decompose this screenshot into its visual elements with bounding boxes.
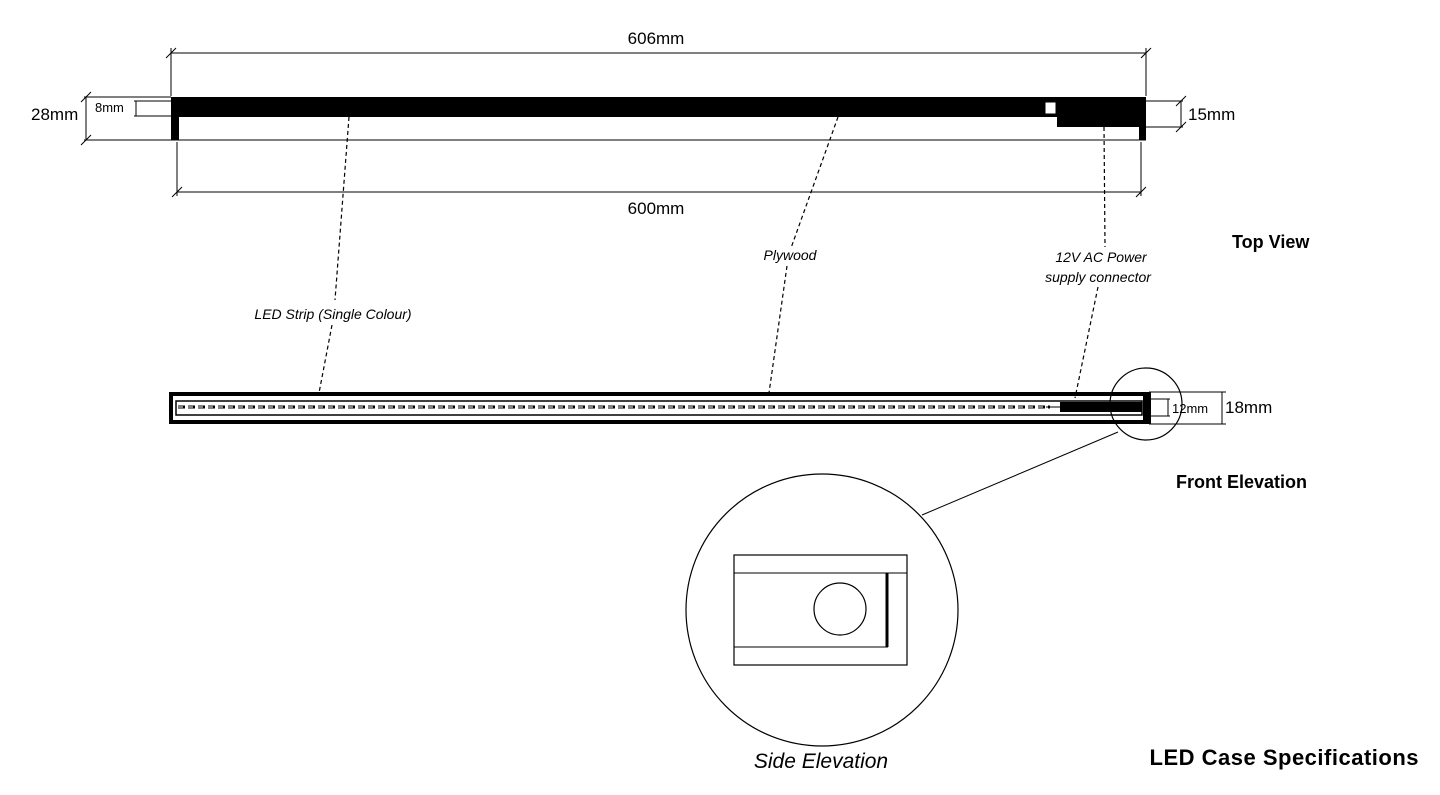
page-title: LED Case Specifications [1150, 745, 1419, 770]
side-connector-hole [813, 582, 867, 636]
dim-8-line [134, 100, 171, 117]
top-left-post [171, 97, 179, 140]
dim-12-line [1149, 398, 1170, 417]
dim-15-line [1146, 95, 1187, 133]
side-outer-profile [733, 554, 908, 666]
top-connector-window [1044, 101, 1057, 115]
top-view-title: Top View [1232, 232, 1310, 252]
dim-18-line [1149, 391, 1226, 425]
dim-18-label: 18mm [1225, 398, 1272, 417]
front-end-cap [1143, 394, 1149, 422]
front-elevation-title: Front Elevation [1176, 472, 1307, 492]
callout-leaders [318, 116, 1106, 399]
dim-28-label: 28mm [31, 105, 78, 124]
dim-28-line [80, 91, 171, 146]
callout-led-strip: LED Strip (Single Colour) [254, 306, 411, 322]
top-right-post [1139, 97, 1146, 140]
dim-600-line [171, 142, 1147, 198]
dim-12-label: 12mm [1172, 401, 1208, 416]
front-connector [1060, 402, 1142, 412]
dim-606-label: 606mm [628, 29, 685, 48]
top-view: 606mm 28mm 8mm [31, 29, 1310, 252]
side-elevation-title: Side Elevation [754, 750, 888, 773]
callout-plywood: Plywood [764, 247, 818, 263]
dim-606-line [165, 47, 1152, 96]
front-elevation: 12mm 18mm Front Elevation [169, 367, 1307, 516]
dim-600-label: 600mm [628, 199, 685, 218]
side-detail-circle [685, 473, 959, 747]
dim-8-label: 8mm [95, 100, 124, 115]
top-connector-block [1057, 97, 1146, 127]
detail-leader [921, 431, 1119, 516]
dim-15-label: 15mm [1188, 105, 1235, 124]
front-detail-circle [1109, 367, 1183, 441]
side-elevation: Side Elevation [685, 473, 959, 773]
callout-power-line2: supply connector [1045, 269, 1152, 285]
top-plywood-bar [171, 97, 1146, 117]
callout-power-line1: 12V AC Power [1055, 249, 1148, 265]
